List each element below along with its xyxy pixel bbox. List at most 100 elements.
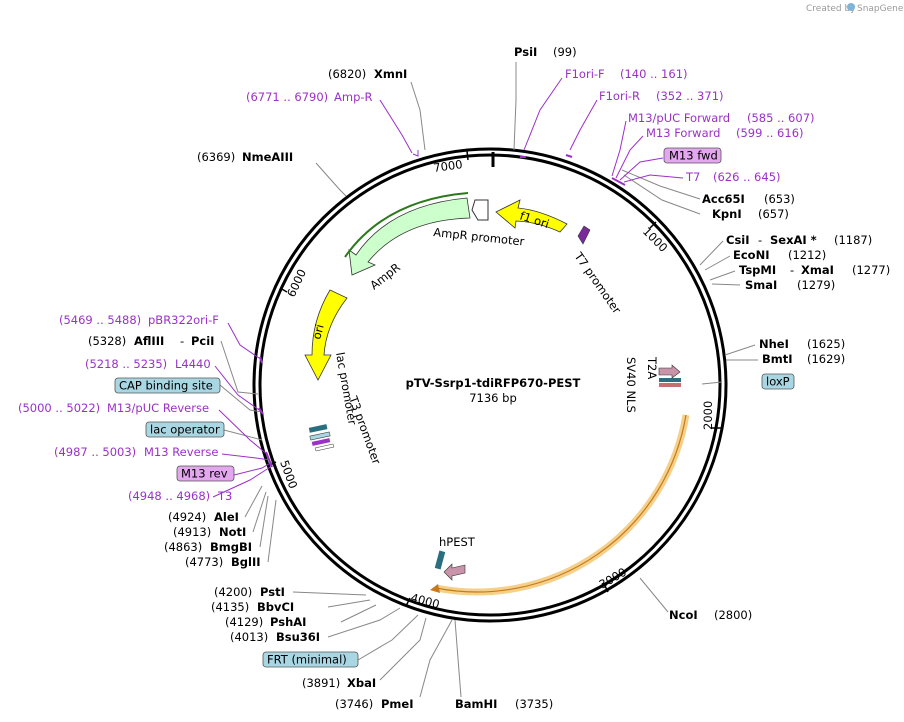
l4440-mark <box>258 407 264 415</box>
primer-m13-fwd[interactable]: M13 Forward (599 .. 616) <box>646 126 804 140</box>
tspMI-leader <box>709 270 736 281</box>
primer-leaders <box>212 77 684 498</box>
site-notI-name: NotI <box>219 525 246 539</box>
site-bmgBI-name: BmgBI <box>210 540 252 554</box>
f1oriR-leader <box>569 99 598 151</box>
tick-7000 <box>466 150 469 161</box>
site-psiI-name: PsiI <box>514 45 537 59</box>
site-acc65I[interactable]: Acc65I (653) <box>702 192 795 206</box>
box-frt-bg <box>262 651 359 668</box>
primer-ampR[interactable]: (6771 .. 6790) Amp-R <box>246 90 373 104</box>
ampR-primer-leader <box>379 99 413 154</box>
site-xmnI[interactable]: (6820) XmnI <box>328 67 407 81</box>
ori-label: ori <box>309 323 326 341</box>
ampr-promoter-label: AmpR promoter <box>433 225 526 249</box>
m13-rev-mark <box>311 438 331 446</box>
fwd-primers-mark <box>611 177 626 186</box>
primer-m13-fwd-name: M13 Forward <box>646 126 720 140</box>
pmeI-leader <box>419 619 453 698</box>
box-m13rev[interactable]: M13 rev <box>176 465 235 482</box>
t2a-arrow <box>658 364 681 379</box>
smaI-leader <box>711 283 741 286</box>
site-smaI-pos: (1279) <box>797 278 835 292</box>
box-lacop[interactable]: lac operator <box>145 421 225 438</box>
site-aleI[interactable]: (4924) AleI <box>168 510 239 524</box>
m13-fwd-leader <box>615 135 644 179</box>
tick-5000 <box>267 461 277 467</box>
box-frt[interactable]: FRT (minimal) <box>262 651 359 668</box>
lac-promoter-arrow <box>314 443 335 452</box>
site-aflIII-name2: PciI <box>191 334 214 348</box>
site-nmeAIII[interactable]: (6369) NmeAIII <box>197 150 293 164</box>
ori-arrow <box>304 289 348 381</box>
primer-f1oriF[interactable]: F1ori-F (140 .. 161) <box>565 67 688 81</box>
primer-m13-fwd-range: (599 .. 616) <box>736 126 804 140</box>
primer-t3[interactable]: (4948 .. 4968) T3 <box>128 489 232 503</box>
pbr322-leader <box>227 322 263 361</box>
box-loxp-bg <box>761 373 795 390</box>
site-kpnI[interactable]: KpnI (657) <box>712 207 789 221</box>
bbvCI-leader <box>327 599 371 608</box>
site-bamHI[interactable]: BamHI (3735) <box>455 697 553 711</box>
tdirfp-orf <box>435 414 690 596</box>
tick-1000 <box>649 221 657 229</box>
site-bbvCI-name: BbvCI <box>257 600 294 614</box>
primer-m13-rev[interactable]: (4987 .. 5003) M13 Reverse <box>54 445 218 459</box>
primer-m13puc-rev-range: (5000 .. 5022) <box>18 401 100 415</box>
site-nheI[interactable]: NheI (1625) <box>759 337 845 351</box>
xbaI-leader <box>379 617 427 681</box>
pstI-leader <box>292 591 367 596</box>
site-pmeI-pos: (3746) <box>335 697 373 711</box>
primer-m13puc-fwd[interactable]: M13/pUC Forward (585 .. 607) <box>628 111 815 125</box>
site-ecoNI-pos: (1212) <box>788 248 826 262</box>
primer-pbr322[interactable]: (5469 .. 5488) pBR322ori-F <box>59 313 219 327</box>
primer-f1oriR[interactable]: F1ori-R (352 .. 371) <box>599 89 724 103</box>
site-ecoNI-name: EcoNI <box>733 248 769 262</box>
site-bglII-name: BglII <box>231 555 261 569</box>
site-bbvCI[interactable]: (4135) BbvCI <box>211 600 294 614</box>
box-loxp[interactable]: loxP <box>761 373 795 390</box>
site-notI[interactable]: (4913) NotI <box>173 525 246 539</box>
site-bsu36I-name: Bsu36I <box>276 630 320 644</box>
primer-m13puc-rev[interactable]: (5000 .. 5022) M13/pUC Reverse <box>18 401 209 415</box>
site-bsu36I[interactable]: (4013) Bsu36I <box>230 630 320 644</box>
primer-t7[interactable]: T7 (626 .. 645) <box>685 170 781 184</box>
site-smaI[interactable]: SmaI (1279) <box>745 278 835 292</box>
site-csiI[interactable]: CsiI - SexAI * (1187) <box>726 233 872 247</box>
site-bmtI[interactable]: BmtI (1629) <box>762 352 845 366</box>
site-xbaI[interactable]: (3891) XbaI <box>302 676 376 690</box>
tick-3000 <box>603 583 609 593</box>
site-tspMI-name2: XmaI <box>801 263 834 277</box>
site-xbaI-name: XbaI <box>347 676 376 690</box>
site-psiI-pos: (99) <box>553 45 577 59</box>
cap-site-mark <box>309 431 331 441</box>
l4440-leader <box>214 365 263 413</box>
tick-label-6000: 6000 <box>284 267 309 299</box>
box-m13fwd[interactable]: M13 fwd <box>663 147 722 164</box>
box-m13fwd-bg <box>663 147 722 164</box>
site-ecoNI[interactable]: EcoNI (1212) <box>733 248 826 262</box>
box-cap[interactable]: CAP binding site <box>114 377 221 394</box>
site-pshAI[interactable]: (4129) PshAI <box>225 615 306 629</box>
primer-l4440[interactable]: (5218 .. 5235) L4440 <box>85 357 211 371</box>
site-bglII[interactable]: (4773) BglII <box>185 555 261 569</box>
site-aflIII[interactable]: (5328) AflIII - PciI <box>88 334 214 348</box>
loxp-leader <box>701 381 723 385</box>
site-pstI[interactable]: (4200) PstI <box>214 585 285 599</box>
hpest-arrow <box>443 563 466 581</box>
box-cap-label: CAP binding site <box>119 379 213 393</box>
lac-operator-mark <box>308 424 328 433</box>
aflIII-leader <box>220 340 259 395</box>
site-acc65I-pos: (653) <box>764 192 795 206</box>
site-nheI-pos: (1625) <box>807 337 845 351</box>
box-m13fwd-label: M13 fwd <box>669 149 718 163</box>
site-ncoI[interactable]: NcoI (2800) <box>669 608 752 622</box>
f1-ori-arrow <box>495 199 568 233</box>
site-psiI[interactable]: PsiI (99) <box>514 45 577 59</box>
rev-primers-mark <box>265 451 273 468</box>
site-pmeI[interactable]: (3746) PmeI <box>335 697 414 711</box>
site-nmeAIII-pos: (6369) <box>197 150 235 164</box>
site-bmgBI[interactable]: (4863) BmgBI <box>164 540 252 554</box>
ampr-promoter-arrow <box>471 199 489 221</box>
site-tspMI[interactable]: TspMI - XmaI (1277) <box>739 263 890 277</box>
